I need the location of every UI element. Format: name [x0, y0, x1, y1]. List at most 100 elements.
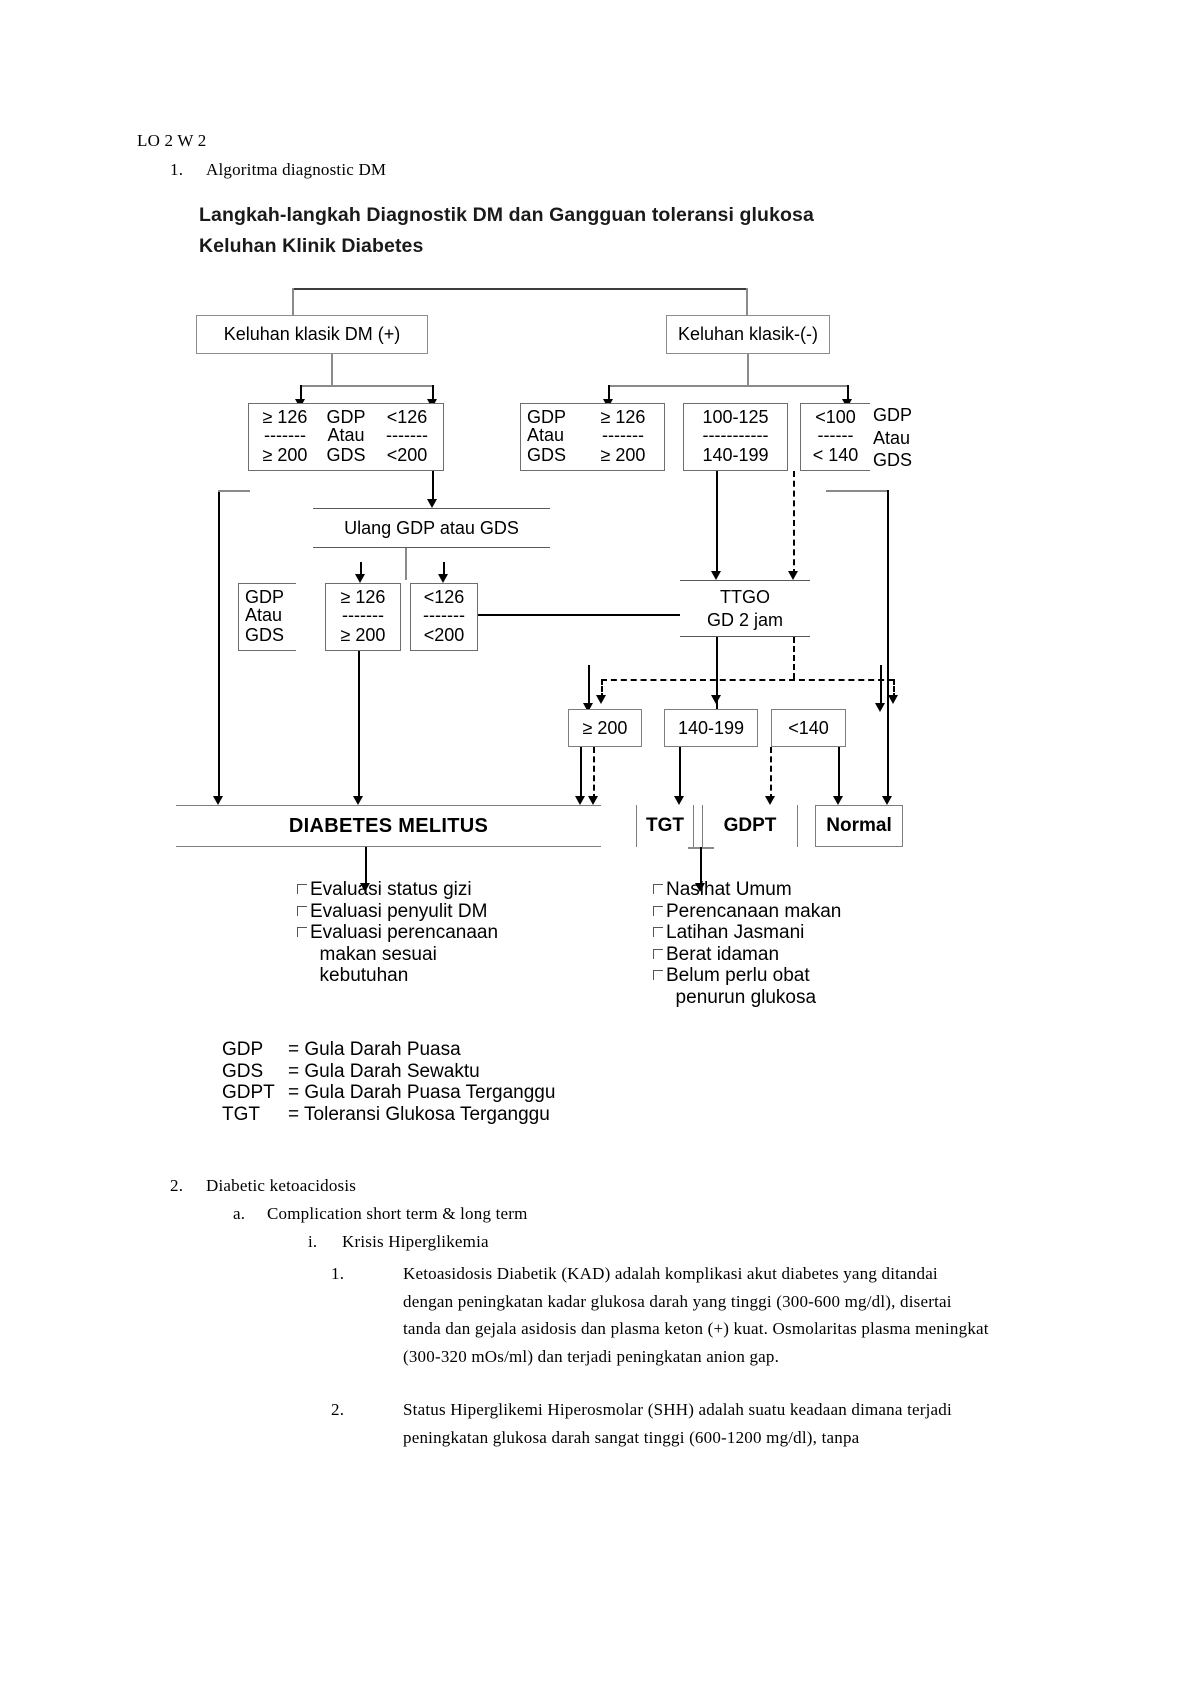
outcome-normal: Normal [815, 805, 903, 847]
valuebox-d-divider: ------ [817, 425, 854, 445]
ulang-drop-b [443, 562, 445, 576]
impaired-to-ttgo-line [716, 471, 719, 575]
paragraph-2-body: 2.Status Hiperglikemi Hiperosmolar (SHH)… [331, 1396, 992, 1451]
tgt-action-2: Latihan Jasmani [666, 922, 805, 943]
repeat-high-to-dm-arrow [353, 796, 363, 805]
bullet-square-icon [653, 927, 663, 937]
list-item-1-number: 1. [170, 160, 184, 179]
figure-title-line1: Langkah-langkah Diagnostik DM dan Ganggu… [199, 204, 814, 226]
paragraph-1-number: 1. [331, 1264, 345, 1283]
bullet-square-icon [297, 884, 307, 894]
legend-row: GDP= Gula Darah Puasa [222, 1039, 555, 1061]
valuebox-c-bottom: 140-199 [702, 445, 769, 465]
tgt-gdpt-to-actions-arrow [695, 883, 705, 892]
box-ulang-label: Ulang GDP atau GDS [344, 517, 519, 538]
valuebox-b-label-bot: GDS [527, 445, 567, 465]
figure-title-line2: Keluhan Klinik Diabetes [199, 235, 424, 257]
valuebox-d-label-mid: Atau [873, 427, 911, 448]
right-branch-bar [608, 385, 848, 387]
list-item-2ai: i.Krisis Hiperglikemia [308, 1232, 489, 1252]
dm-direct-line-left [218, 490, 221, 800]
ttgo-dashed-arrow-3 [888, 695, 898, 704]
outcome-normal-label: Normal [826, 815, 892, 836]
valuebox-a-top-left: ≥ 126 [262, 407, 308, 427]
gdp-label-2: Atau [245, 605, 283, 625]
repeat-low-to-ttgo-line [478, 614, 694, 617]
dm-direct-line-left-top [218, 490, 250, 492]
ttgo-dashed-bar [601, 679, 894, 681]
valuebox-b-label-top: GDP [527, 407, 567, 427]
list-item-2: 2.Diabetic ketoacidosis [170, 1176, 356, 1196]
bullet-square-icon [653, 970, 663, 980]
valuebox-a-atau: Atau [327, 425, 365, 445]
box-ttgo-line2: GD 2 jam [706, 609, 784, 630]
result3-to-normal-line [838, 747, 841, 800]
legend-value-0: = Gula Darah Puasa [288, 1039, 461, 1060]
list-item-2a-label: Complication short term & long term [267, 1204, 528, 1223]
box-gdp-atau-gds-label: GDP Atau GDS [238, 583, 296, 651]
left-branch-drop-b [432, 385, 434, 401]
top-connector-line [292, 288, 747, 291]
gdp-label-3: GDS [245, 625, 285, 645]
legend-row: TGT = Toleransi Glukosa Terganggu [222, 1104, 555, 1126]
repeat-high-to-dm-line [358, 651, 361, 800]
result3-to-gdpt-dashed-arrow [765, 796, 775, 805]
bullet-square-icon [653, 884, 663, 894]
legend-key-3: TGT [222, 1103, 260, 1125]
legend-key-1: GDS [222, 1060, 264, 1082]
tgt-action-item: Perencanaan makan [653, 901, 841, 923]
ttgo-result-box-2: 140-199 [664, 709, 758, 747]
result3-to-gdpt-dashed [770, 747, 772, 800]
outcome-tgt-label: TGT [646, 815, 684, 836]
list-item-2ai-number: i. [308, 1232, 318, 1251]
list-item-1: 1.Algoritma diagnostic DM [170, 160, 870, 180]
ttgo-result-3-label: <140 [788, 717, 829, 738]
repeat-hi-divider: ------- [342, 605, 384, 625]
dm-direct-arrow-left [213, 796, 223, 805]
page-title: LO 2 W 2 [137, 131, 207, 150]
legend-value-3: = Toleransi Glukosa Terganggu [288, 1103, 550, 1125]
ttgo-dashed-drop-1 [601, 679, 603, 699]
normal-to-ttgo-dashed-line [793, 471, 795, 575]
dm-action-item: kebutuhan [297, 965, 498, 987]
box-keluhan-klasik-negative: Keluhan klasik-(-) [666, 315, 830, 354]
ttgo-result-1-label: ≥ 200 [582, 717, 628, 738]
repeat-lo-divider: ------- [423, 605, 465, 625]
repeat-lo-top: <126 [423, 587, 465, 607]
bullet-square-icon [653, 905, 663, 916]
tgt-action-item: Berat idaman [653, 944, 841, 966]
legend-value-1: = Gula Darah Sewaktu [288, 1060, 480, 1082]
impaired-to-ttgo-arrow [711, 571, 721, 580]
ttgo-dashed-stem [793, 637, 795, 679]
valuebox-repeat-high: ≥ 126 ------- ≥ 200 [325, 583, 401, 651]
to-ulang-arrow [427, 499, 437, 508]
valuebox-b-divider: ------- [602, 425, 644, 445]
right-branch-stem [747, 354, 749, 385]
ttgo-dashed-drop-3 [893, 679, 895, 699]
valuebox-positive-criteria: ≥ 126 GDP <126 ------- Atau ------- ≥ 20… [248, 403, 444, 471]
result2-to-tgt-line [679, 747, 682, 800]
result1-to-dm-line [580, 747, 583, 800]
paragraph-1-body: 1.Ketoasidosis Diabetik (KAD) adalah kom… [331, 1260, 992, 1370]
valuebox-a-divider-left: ------- [264, 425, 306, 445]
repeat-hi-top: ≥ 126 [340, 587, 386, 607]
ttgo-dashed-arrow-1 [596, 695, 606, 704]
outcome-gdpt-label: GDPT [723, 815, 777, 836]
valuebox-impaired: 100-125 ----------- 140-199 [683, 403, 788, 471]
tgt-action-item: Nasihat Umum [653, 879, 841, 901]
ulang-stem [405, 548, 407, 580]
outcome-diabetes-melitus: DIABETES MELITUS [176, 805, 601, 847]
outcome-dm-label: DIABETES MELITUS [288, 814, 489, 837]
valuebox-d-top: <100 [815, 407, 856, 427]
valuebox-a-divider-right: ------- [386, 425, 428, 445]
dm-to-actions-arrow [360, 883, 370, 892]
right-branch-drop-b [847, 385, 849, 401]
tgt-action-list: Nasihat Umum Perencanaan makan Latihan J… [653, 879, 841, 1008]
valuebox-normal-range: <100 ------ < 140 [800, 403, 870, 471]
result1-to-dm-dashed-arrow [588, 796, 598, 805]
ttgo-solid-drop-right [880, 665, 883, 709]
valuebox-b-val-top: ≥ 126 [600, 407, 646, 427]
box-ttgo-line1: TTGO [720, 586, 770, 607]
valuebox-a-bot-left: ≥ 200 [262, 445, 308, 465]
legend-row: GDS = Gula Darah Sewaktu [222, 1061, 555, 1083]
